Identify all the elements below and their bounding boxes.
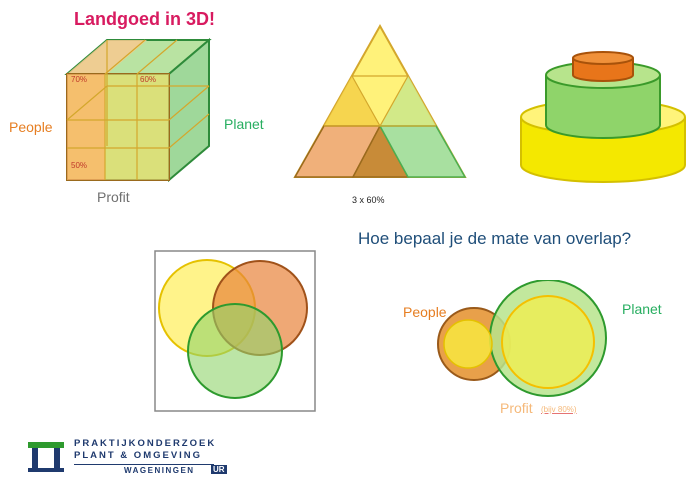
- triangle-mid-right: [380, 76, 436, 126]
- slide-title: Landgoed in 3D!: [74, 9, 215, 29]
- cube-pct-left-lower: 50%: [71, 161, 87, 170]
- ppp-cube-diagram: 70% 60% 50%: [64, 37, 212, 183]
- logo-divider: [74, 464, 214, 465]
- logo: PRAKTIJKONDERZOEK PLANT & OMGEVING WAGEN…: [26, 436, 256, 477]
- cylinder-top-top: [572, 51, 634, 65]
- overlap-label-profit: Profit: [500, 400, 533, 416]
- cube-pct-top-right: 60%: [140, 75, 156, 84]
- cube-label-people: People: [9, 119, 53, 135]
- overlap-circle-profit-small: [443, 319, 493, 369]
- cylinder-middle-side: [545, 75, 661, 139]
- cube-pct-top-left: 70%: [71, 75, 87, 84]
- logo-line-3: WAGENINGEN: [124, 466, 195, 475]
- overlap-diagram: [437, 280, 607, 397]
- cube-front-people-band: [67, 74, 105, 180]
- cube-grid-lines: [66, 39, 210, 180]
- cube-label-profit: Profit: [97, 189, 130, 205]
- triangle-caption: 3 x 60%: [352, 195, 385, 205]
- overlap-circle-profit: [501, 295, 595, 389]
- overlap-label-planet: Planet: [622, 301, 662, 317]
- venn-circle-planet: [187, 303, 283, 399]
- ppp-triangle-diagram: [293, 23, 467, 178]
- overlap-label-people: People: [403, 304, 447, 320]
- overlap-question: Hoe bepaal je de mate van overlap?: [358, 229, 632, 248]
- logo-mark-icon: [28, 442, 64, 472]
- triangle-grid-lines: [324, 75, 436, 127]
- logo-line-1: PRAKTIJKONDERZOEK: [74, 438, 217, 449]
- logo-badge: UR: [211, 465, 227, 474]
- venn-diagram-box: [154, 250, 316, 412]
- cube-label-planet: Planet: [224, 116, 264, 132]
- triangle-mid-left: [324, 76, 380, 126]
- logo-line-2: PLANT & OMGEVING: [74, 450, 203, 461]
- ppp-cylinder-diagram: [520, 51, 686, 183]
- overlap-note: (bijv 80%): [541, 405, 577, 414]
